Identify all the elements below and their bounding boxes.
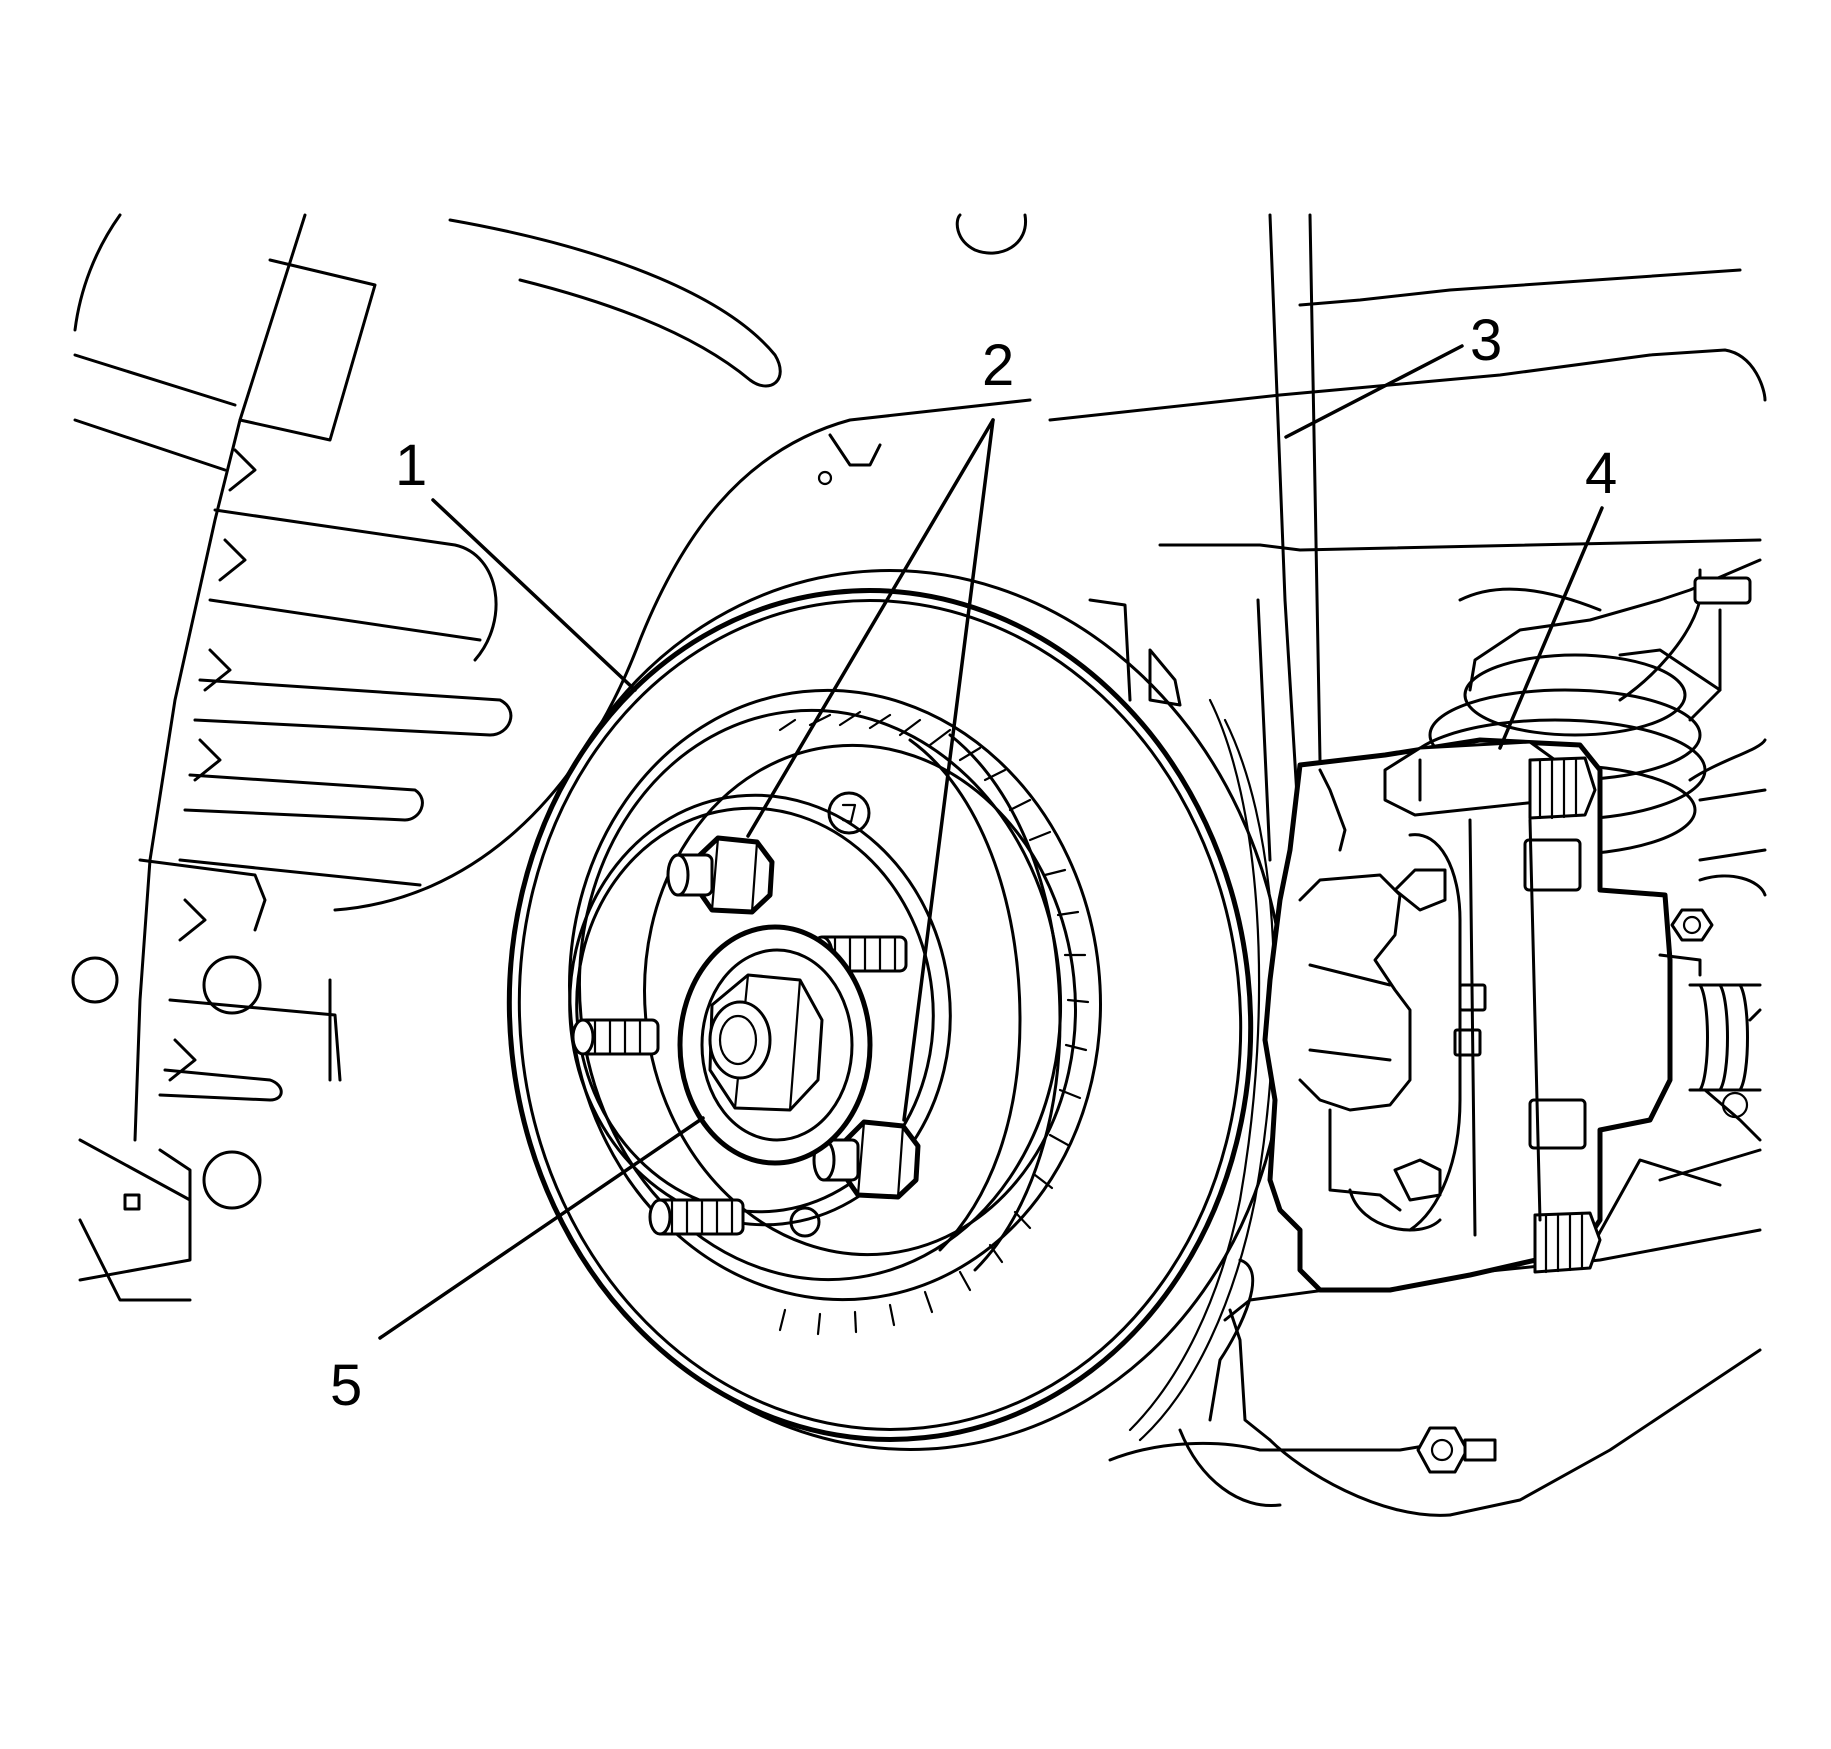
wheel-stud bbox=[571, 1018, 660, 1056]
lug-nut-upper bbox=[666, 835, 775, 915]
caliper-bracket-bolt bbox=[1658, 908, 1714, 977]
caliper-guide-pin-lower bbox=[1533, 1211, 1602, 1274]
wheel-studs bbox=[571, 791, 908, 1238]
lower-control-arm bbox=[1108, 1308, 1497, 1474]
brake-caliper bbox=[1262, 737, 1714, 1293]
body-frame-right bbox=[1048, 268, 1767, 1517]
callout-label-4: 4 bbox=[1585, 441, 1617, 506]
lower-arm-bolt bbox=[1416, 1426, 1497, 1474]
lug-nuts bbox=[666, 835, 921, 1200]
wheel-well-liner bbox=[71, 213, 513, 1302]
rotor-vent-vanes bbox=[778, 710, 1090, 1336]
caliper-guide-pin-upper bbox=[1528, 756, 1597, 820]
brake-rotor bbox=[506, 569, 1288, 1451]
lug-nut-lower bbox=[812, 1119, 921, 1200]
rotor-hat bbox=[568, 688, 1102, 1336]
wheel-arch-upper bbox=[328, 213, 1032, 1082]
callout-leaders bbox=[378, 344, 1604, 1340]
wheel-stud bbox=[648, 1198, 745, 1236]
callout-label-3: 3 bbox=[1470, 308, 1502, 373]
callout-labels: 1 2 3 4 5 bbox=[330, 308, 1617, 1418]
callout-label-2: 2 bbox=[982, 333, 1014, 398]
callout-label-5: 5 bbox=[330, 1353, 362, 1418]
drive-axle bbox=[1688, 983, 1762, 1142]
hub-nut bbox=[677, 924, 873, 1166]
callout-label-1: 1 bbox=[395, 433, 427, 498]
